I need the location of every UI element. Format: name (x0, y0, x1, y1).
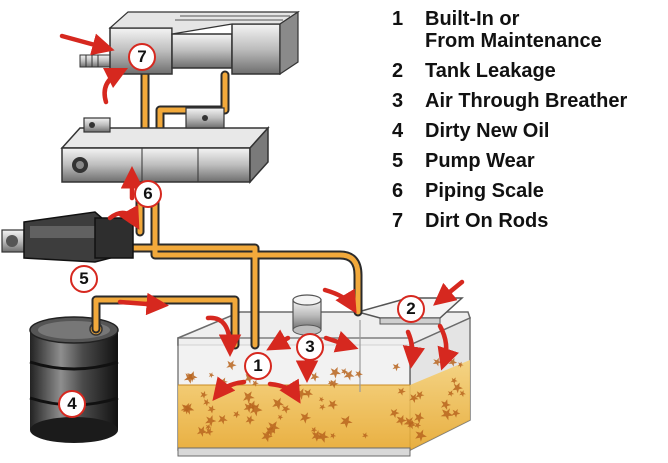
contaminant-particle (200, 390, 208, 399)
marker-pump-wear: 5 (70, 265, 98, 293)
contaminant-particle (343, 370, 355, 381)
contaminant-particle (447, 390, 455, 397)
contaminant-particle (415, 391, 425, 400)
contaminant-particle (266, 421, 280, 434)
contaminant-particle (303, 388, 313, 399)
marker-builtin: 1 (244, 352, 272, 380)
oil-drum (29, 316, 119, 443)
marker-piping-scale: 6 (134, 180, 162, 208)
contaminant-particle (451, 408, 461, 418)
contaminant-particle (261, 431, 273, 443)
contaminant-particle (310, 426, 318, 434)
contaminant-particle (459, 390, 466, 397)
contaminant-particle (362, 432, 369, 439)
contaminant-particle (414, 422, 422, 429)
contaminant-particle (414, 412, 425, 424)
lid-drip-arrow-1 (402, 329, 426, 369)
breather-arrow-left (266, 329, 292, 351)
contaminant-particle (457, 361, 464, 368)
pump-return-arrow (107, 204, 140, 230)
contaminant-particle (354, 370, 363, 379)
contaminant-particle (450, 377, 458, 385)
contamination-arrows (59, 33, 465, 404)
contaminant-particle (207, 405, 216, 414)
contaminant-particle (397, 387, 406, 396)
marker-new-oil: 4 (58, 390, 86, 418)
breather (292, 294, 322, 336)
contaminant-particle (265, 426, 276, 437)
contaminant-particle (327, 400, 338, 410)
contaminant-particle (432, 357, 442, 367)
drum-fill-arrow (205, 315, 242, 357)
contaminant-particle (319, 404, 326, 411)
pump-line-arrow (117, 292, 169, 316)
marker-tank-leakage: 2 (397, 295, 425, 323)
rod-ingress-arrow (59, 33, 115, 56)
contaminant-particle (330, 432, 337, 439)
contaminant-particle (318, 396, 325, 403)
contaminant-particle (392, 363, 401, 372)
hydraulic-cylinder (79, 10, 300, 76)
marker-breather: 3 (296, 333, 324, 361)
contaminant-particle (299, 412, 312, 424)
contaminant-particle (252, 379, 259, 387)
contaminant-particle (440, 408, 454, 421)
lid-leak-arrow (433, 279, 465, 306)
contaminant-particle (340, 415, 353, 428)
contaminant-particles (180, 357, 466, 443)
contaminant-particle (409, 393, 419, 403)
contaminant-particle (403, 417, 416, 429)
contaminant-particle (415, 429, 427, 442)
contaminant-particle (311, 430, 323, 442)
contaminant-particle (205, 415, 217, 427)
contaminant-particle (186, 371, 198, 383)
contaminant-particle (183, 403, 195, 415)
contaminant-particle (329, 367, 341, 379)
contaminant-particle (183, 372, 196, 384)
contaminant-particle (203, 398, 211, 407)
contaminant-particle (452, 382, 463, 394)
contaminant-particle (226, 360, 237, 371)
rod-ingress-arrow-lower (102, 67, 129, 105)
return-line-arrow (322, 287, 357, 314)
contaminant-particle (341, 368, 348, 375)
contaminant-particle (245, 415, 255, 425)
contaminant-particle (277, 414, 284, 421)
contaminant-particle (329, 379, 339, 389)
contaminant-particle (233, 410, 241, 419)
contaminant-particle (316, 430, 330, 443)
contaminant-particle (396, 414, 407, 426)
contaminant-particle (205, 427, 214, 436)
contaminant-particle (272, 397, 285, 410)
pump (1, 211, 134, 263)
builtin-arrow-right (267, 378, 301, 404)
contaminant-particle (440, 399, 451, 410)
contaminant-particle (243, 391, 255, 404)
lid-drip-arrow-2 (437, 323, 459, 371)
breather-arrow-right (323, 331, 359, 353)
contaminant-particle (218, 414, 228, 425)
contaminant-particle (250, 403, 263, 417)
marker-rods: 7 (128, 43, 156, 71)
contaminant-particle (281, 405, 291, 414)
builtin-arrow-left (212, 376, 247, 402)
contaminant-particle (389, 408, 400, 419)
contaminant-particle (205, 424, 212, 431)
control-valve (60, 107, 270, 184)
contaminant-particle (327, 380, 334, 386)
contaminant-particle (196, 426, 208, 437)
contaminant-particle (208, 372, 215, 379)
